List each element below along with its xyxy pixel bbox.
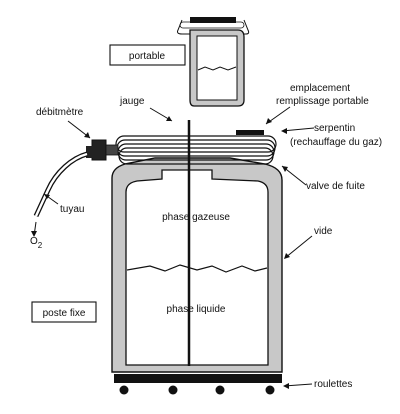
serpentin-label-line2: (rechauffage du gaz) [290,137,382,148]
wheel-2 [168,385,178,395]
liquid-level-line [126,264,268,273]
wheel-3 [215,385,225,395]
debitmetre-label: débitmètre [36,107,84,118]
fill-connector [236,130,264,135]
serpentin-label-line1: serpentin [314,123,355,134]
wheel-4 [265,385,275,395]
portable-label: portable [129,51,166,62]
emplacement-label-line2: remplissage portable [276,96,369,107]
valve-de-fuite-label: valve de fuite [306,181,365,192]
wheel-1 [119,385,129,395]
poste-fixe-label: poste fixe [43,308,86,319]
phase-gazeuse-label: phase gazeuse [162,212,230,223]
vide-label: vide [314,226,333,237]
portable-container [177,17,250,107]
arrow-vide [284,235,313,259]
portable-label-box [109,44,186,66]
o2-label: O2 [30,236,43,250]
emplacement-label-line1: emplacement [290,83,350,94]
leader-arrows [31,106,315,389]
phase-liquide-label: phase liquide [167,304,226,315]
arrow-serpentin [281,127,315,132]
poste-fixe-label-box [31,301,97,323]
jauge-label: jauge [119,96,145,107]
flowmeter [86,139,119,161]
tuyau-label: tuyau [60,204,84,215]
hose-highlight [34,152,88,217]
tank-inner-vessel [125,169,269,366]
roulettes-label: roulettes [314,379,352,390]
serpentin-coil [115,135,277,165]
portable-liquid-level [197,66,237,71]
base-platform [114,374,282,395]
fixed-tank [111,120,283,373]
